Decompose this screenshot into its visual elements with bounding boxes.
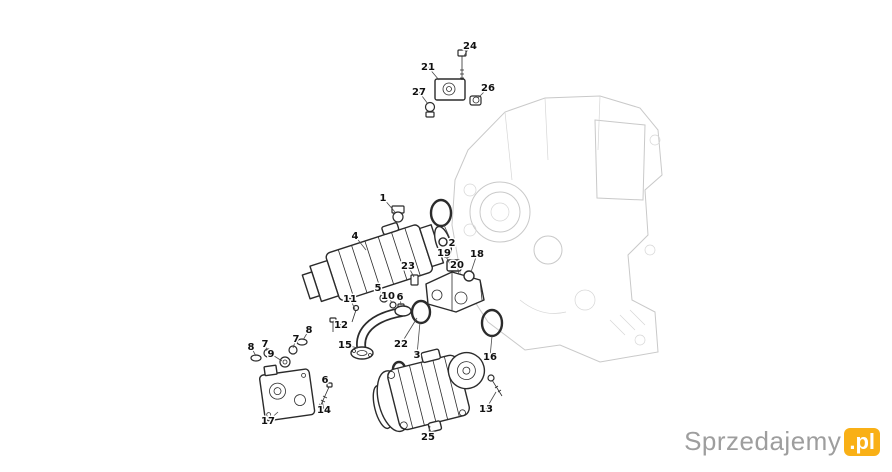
- callout-6: 6: [322, 375, 329, 386]
- callout-8: 8: [306, 325, 313, 336]
- leader-line: [470, 253, 478, 273]
- callout-18: 18: [470, 249, 484, 260]
- callout-14: 14: [317, 405, 331, 416]
- leader-line: [387, 295, 393, 304]
- callout-24: 24: [463, 41, 477, 52]
- leader-line: [321, 399, 325, 411]
- leader-line: [292, 338, 297, 349]
- suction-elbow-tube: [350, 305, 412, 360]
- leader-line: [407, 265, 415, 278]
- leader-line: [456, 264, 460, 275]
- o-ring-16: [480, 308, 504, 338]
- callout-5: 5: [375, 283, 382, 294]
- callout-15: 15: [338, 340, 352, 351]
- leader-line: [264, 343, 268, 352]
- leader-lines-layer: [250, 45, 497, 438]
- callout-23: 23: [401, 261, 415, 272]
- watermark: Sprzedajemy .pl: [684, 426, 880, 457]
- fitting-1: [391, 205, 405, 223]
- callout-8: 8: [248, 342, 255, 353]
- o-ring-3: [410, 299, 432, 325]
- plug-26: [469, 95, 482, 106]
- leader-line: [349, 298, 356, 310]
- callout-2: 2: [449, 238, 456, 249]
- stud-14: [318, 382, 333, 408]
- callout-6: 6: [397, 292, 404, 303]
- callout-4: 4: [352, 231, 359, 242]
- aux-valve-block-17: [258, 364, 316, 422]
- callout-9: 9: [268, 349, 275, 360]
- leader-line: [489, 335, 493, 358]
- watermark-name: Sprzedajemy: [684, 426, 842, 456]
- leader-line: [267, 411, 279, 422]
- leader-line: [324, 379, 329, 388]
- callout-17: 17: [261, 416, 275, 427]
- leader-line: [400, 317, 418, 345]
- control-valve-block: [410, 259, 485, 313]
- callout-7: 7: [293, 334, 300, 345]
- leader-line: [332, 320, 342, 326]
- callout-7: 7: [262, 339, 269, 350]
- main-hydraulic-pump: [301, 222, 452, 303]
- callout-3: 3: [414, 350, 421, 361]
- watermark-tld: .pl: [844, 427, 880, 456]
- transmission-housing-outline: [451, 95, 663, 363]
- callout-21: 21: [421, 62, 435, 73]
- callout-10: 10: [381, 291, 395, 302]
- leader-line: [443, 224, 453, 244]
- callout-11: 11: [343, 294, 357, 305]
- leader-line: [377, 287, 384, 297]
- o-ring-2: [429, 198, 453, 228]
- leader-line: [270, 353, 283, 362]
- tandem-pump: [372, 348, 486, 433]
- callout-20: 20: [450, 260, 464, 271]
- leader-line: [427, 66, 440, 81]
- leader-line: [250, 346, 257, 357]
- callout-1: 1: [380, 193, 387, 204]
- small-fittings-cluster: [288, 293, 405, 355]
- leader-line: [443, 252, 451, 265]
- leader-line: [427, 425, 431, 438]
- callout-27: 27: [412, 87, 426, 98]
- leader-line: [354, 235, 367, 251]
- leader-line: [399, 296, 402, 306]
- leader-line: [477, 87, 489, 99]
- callout-22: 22: [394, 339, 408, 350]
- callout-16: 16: [483, 352, 497, 363]
- leader-line: [485, 391, 497, 410]
- leader-line: [463, 45, 471, 57]
- callout-12: 12: [334, 320, 348, 331]
- bolt-13: [487, 374, 503, 397]
- plug-27: [424, 101, 436, 118]
- callout-13: 13: [479, 404, 493, 415]
- leader-line: [344, 344, 359, 349]
- aux-fittings-7-8-9: [250, 348, 291, 368]
- leader-line: [416, 321, 421, 356]
- callout-26: 26: [481, 83, 495, 94]
- leader-line: [302, 329, 310, 341]
- callout-19: 19: [437, 248, 451, 259]
- top-valve-block-21: [434, 78, 466, 101]
- leader-line: [382, 197, 396, 213]
- callout-25: 25: [421, 432, 435, 443]
- leader-line: [418, 91, 429, 105]
